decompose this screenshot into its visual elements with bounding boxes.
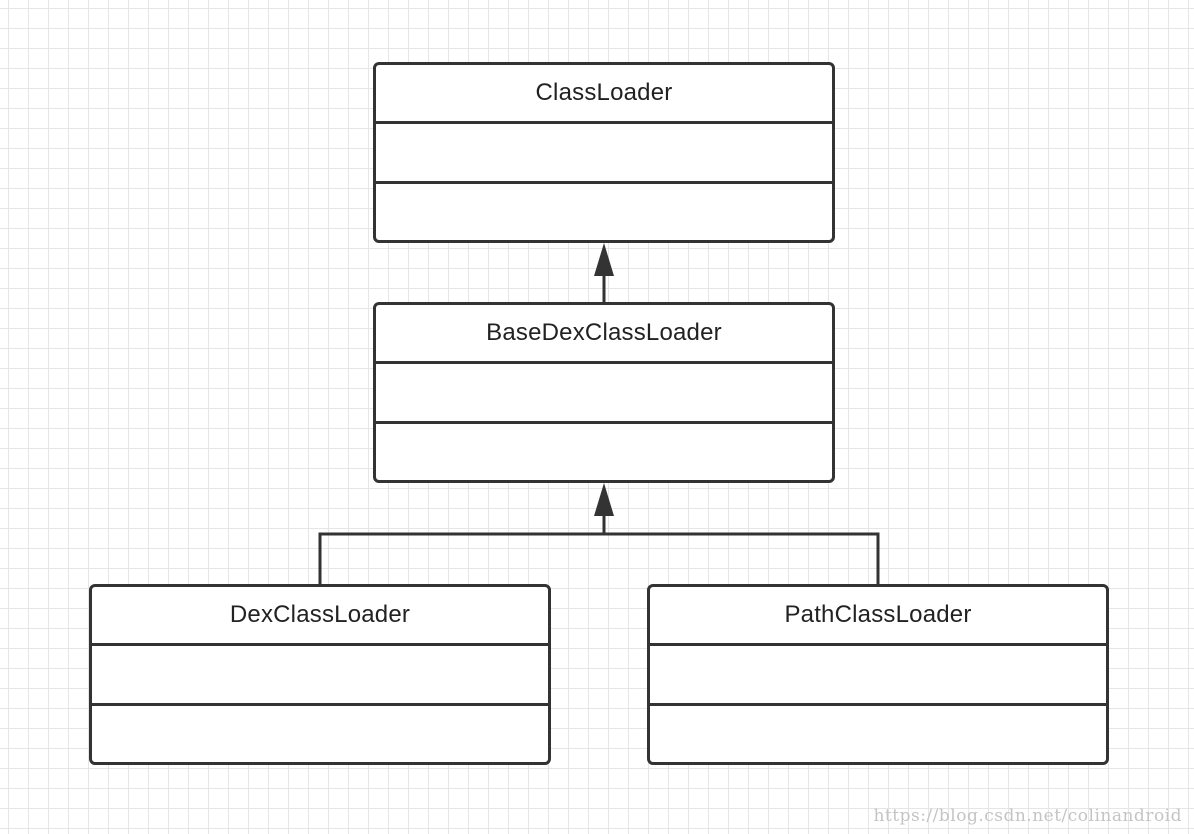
class-name-compartment: DexClassLoader [92,587,548,643]
class-box-basedexclassloader[interactable]: BaseDexClassLoader [373,302,835,483]
class-name: BaseDexClassLoader [486,319,722,347]
attributes-compartment [650,643,1106,702]
arrowhead-icon [594,483,614,516]
attributes-compartment [376,361,832,420]
connector-line [318,532,880,584]
methods-compartment [92,702,548,762]
methods-compartment [376,420,832,480]
class-name: ClassLoader [535,79,673,107]
class-box-pathclassloader[interactable]: PathClassLoader [647,584,1109,765]
methods-compartment [650,702,1106,762]
class-name: PathClassLoader [784,601,972,629]
class-box-dexclassloader[interactable]: DexClassLoader [89,584,551,765]
class-name-compartment: PathClassLoader [650,587,1106,643]
class-name-compartment: ClassLoader [376,65,832,121]
arrowhead-icon [594,243,614,276]
class-name: DexClassLoader [229,601,411,629]
watermark-text: https://blog.csdn.net/colinandroid [873,806,1182,826]
inheritance-arrow-basedex-to-classloader [594,243,614,302]
attributes-compartment [376,121,832,180]
inheritance-arrow-subclasses-to-basedex [318,483,880,584]
methods-compartment [376,180,832,240]
class-name-compartment: BaseDexClassLoader [376,305,832,361]
class-box-classloader[interactable]: ClassLoader [373,62,835,243]
attributes-compartment [92,643,548,702]
